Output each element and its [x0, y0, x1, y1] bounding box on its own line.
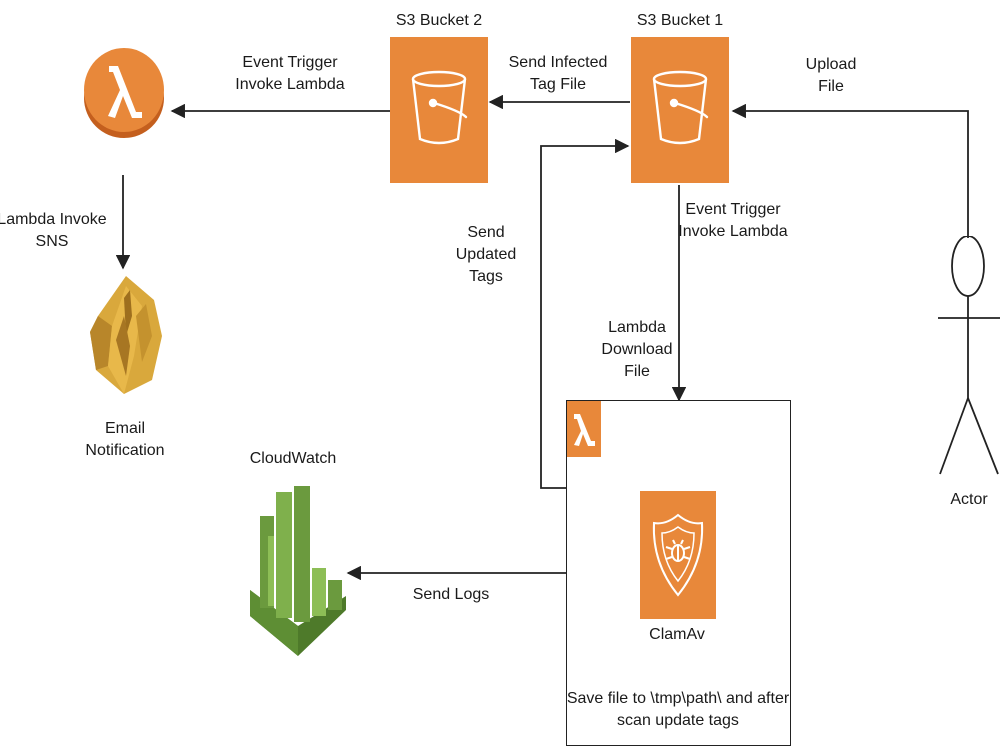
bucket-icon	[411, 70, 468, 145]
actor-label: Actor	[950, 491, 988, 508]
bucket-icon	[652, 70, 709, 145]
clamav-label: ClamAv	[649, 626, 705, 643]
edge-label-send-updated-tags: Send Updated Tags	[455, 224, 517, 285]
s3-bucket-1	[631, 37, 729, 183]
edge-label-upload-file: Upload File	[805, 56, 857, 95]
edge-label-lambda-download: Lambda Download File	[601, 319, 673, 380]
s3-bucket-2	[390, 37, 488, 183]
edge-label-send-logs: Send Logs	[412, 586, 490, 603]
clamav-scanner	[640, 491, 716, 619]
cloudwatch-label: CloudWatch	[249, 450, 337, 467]
cloudwatch-icon	[250, 486, 346, 656]
edge-label-event-trigger-right: Event Trigger Invoke Lambda	[678, 201, 788, 240]
s3-bucket-2-label: S3 Bucket 2	[395, 12, 483, 29]
edge-label-lambda-invoke-sns: Lambda Invoke SNS	[0, 211, 107, 250]
sns-icon	[90, 276, 162, 394]
s3-bucket-1-label: S3 Bucket 1	[636, 12, 724, 29]
edge-actor-to-bucket1	[731, 103, 969, 238]
shield-bug-icon	[652, 513, 704, 597]
lambda-function-icon	[84, 48, 164, 138]
edge-label-event-trigger-top: Event Trigger Invoke Lambda	[235, 54, 345, 93]
edge-label-send-infected: Send Infected Tag File	[508, 54, 608, 93]
edge-clamav-to-bucket1	[540, 138, 630, 489]
lambda-icon	[567, 401, 601, 457]
email-notification-label: Email Notification	[85, 420, 165, 459]
clamav-description: Save file to \tmp\path\ and after scan u…	[566, 690, 790, 729]
actor-icon	[938, 236, 1000, 475]
